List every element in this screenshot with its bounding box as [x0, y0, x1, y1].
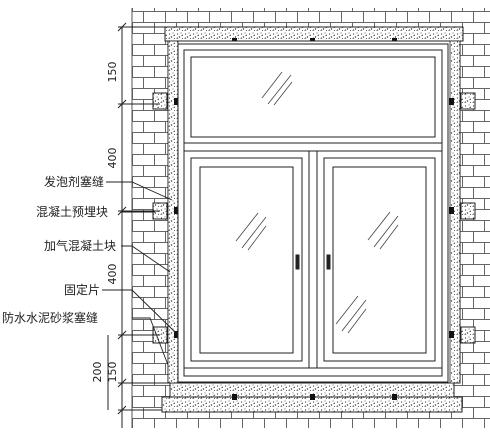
bottom-sill	[161, 382, 463, 413]
dim-400-lower: 400	[106, 264, 119, 285]
callout-labels: 发泡剂塞缝 混凝土预埋块 加气混凝土块 固定片 防水水泥砂浆塞缝	[2, 174, 116, 325]
label-foam-sealant: 发泡剂塞缝	[44, 174, 104, 189]
label-waterproof-mortar-seal: 防水水泥砂浆塞缝	[2, 310, 98, 325]
dimension-lines	[107, 22, 168, 428]
dim-200: 200	[91, 362, 104, 383]
dim-150-bottom: 150	[106, 362, 119, 383]
dim-400-upper: 400	[106, 148, 119, 169]
dim-150-top: 150	[106, 62, 119, 83]
window-frame	[177, 43, 449, 383]
label-fixing-plate: 固定片	[64, 282, 100, 297]
glass-reflections	[235, 71, 399, 334]
leader-lines	[102, 181, 177, 366]
fixing-plates	[174, 98, 454, 338]
label-concrete-embedded-block: 混凝土预埋块	[36, 204, 108, 219]
dimension-texts: 150 400 400 150 200	[91, 62, 119, 383]
label-aerated-concrete-block: 加气混凝土块	[44, 238, 116, 253]
